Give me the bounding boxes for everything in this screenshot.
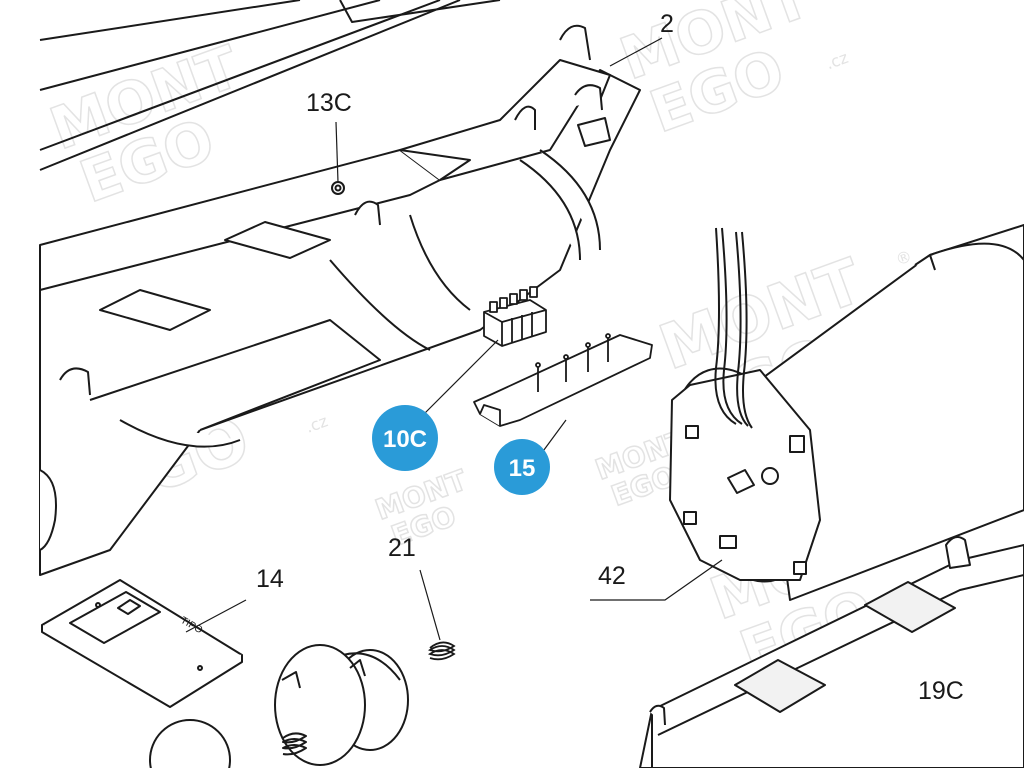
- top-cover: [39, 0, 501, 171]
- leader-42: [590, 559, 723, 601]
- spring: [427, 641, 456, 661]
- watermark-top-right: MONT EGO .cz ®: [611, 0, 851, 147]
- callout-10c[interactable]: 10C: [372, 405, 438, 471]
- leader-lines: [185, 37, 723, 641]
- part-labels: 2 13C 14 21 42 19C: [256, 10, 964, 705]
- callout-10c-badge[interactable]: [372, 405, 438, 471]
- leader-21: [419, 569, 441, 641]
- circuit-board: [473, 333, 653, 427]
- cam-assembly: [149, 644, 409, 768]
- label-part-19c: 19C: [918, 677, 964, 705]
- name-plate: TIPO: [41, 579, 243, 708]
- electric-motor: [669, 224, 1024, 601]
- leader-13c: [335, 121, 339, 183]
- callout-15-label: 15: [509, 455, 536, 482]
- leader-14: [185, 599, 247, 633]
- label-part-21: 21: [388, 534, 416, 562]
- bottom-cover: [639, 535, 1024, 768]
- gear-housing: [39, 24, 641, 576]
- callout-15-badge[interactable]: [494, 439, 550, 495]
- leader-2: [609, 37, 663, 67]
- label-part-14: 14: [256, 565, 284, 593]
- callout-10c-label: 10C: [383, 426, 427, 453]
- watermark-mark: ®: [893, 246, 915, 269]
- label-part-42: 42: [598, 562, 626, 590]
- label-part-2: 2: [660, 10, 674, 38]
- terminal-block: [483, 286, 547, 347]
- callout-15[interactable]: 15: [494, 439, 550, 495]
- label-part-13c: 13C: [306, 89, 352, 117]
- leader-10c: [419, 339, 499, 419]
- watermark-suffix: .cz: [303, 411, 330, 436]
- watermark-suffix: .cz: [823, 48, 850, 73]
